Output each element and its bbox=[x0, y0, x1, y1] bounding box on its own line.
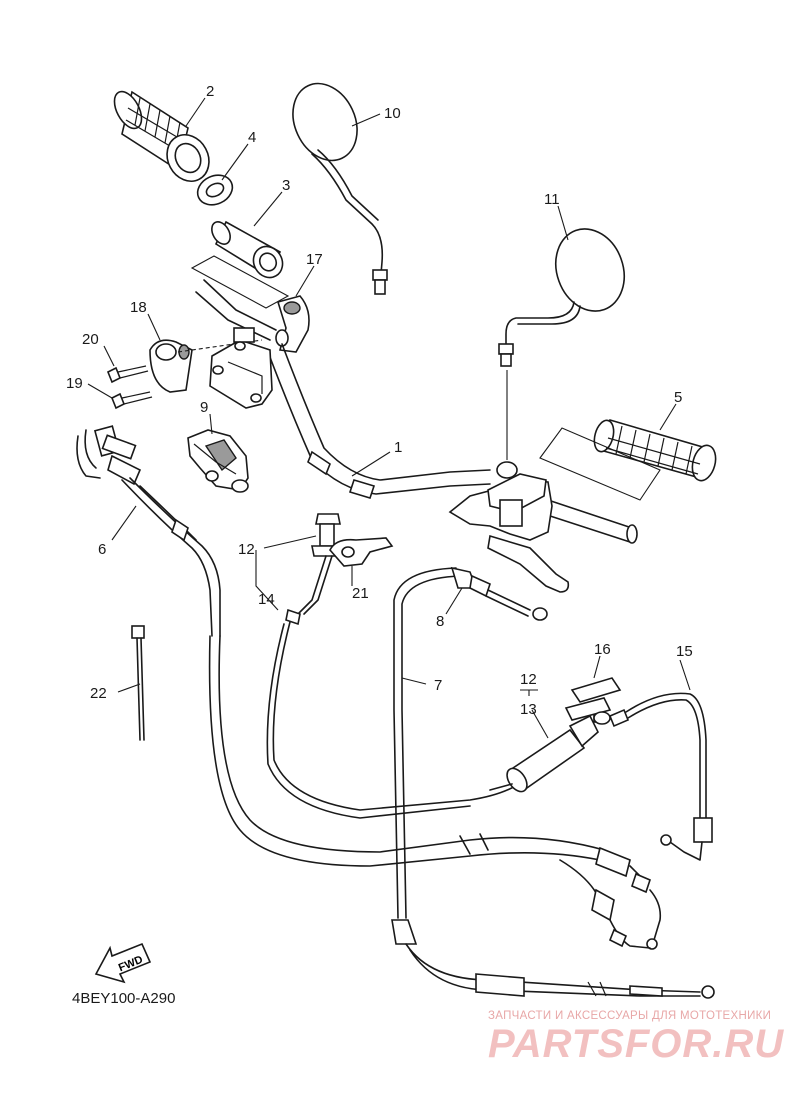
callout-10: 10 bbox=[384, 105, 401, 122]
part-22-cable-tie bbox=[131, 625, 145, 741]
fwd-arrow-icon: FWD bbox=[94, 942, 152, 984]
part-6-switch-leads bbox=[76, 425, 221, 637]
part-14-starter-cable bbox=[266, 513, 531, 819]
part-10-left-mirror bbox=[292, 82, 388, 295]
callout-12-upper: 12 bbox=[238, 541, 255, 558]
callout-17: 17 bbox=[306, 251, 323, 268]
callout-8: 8 bbox=[436, 613, 444, 630]
callout-4: 4 bbox=[248, 129, 256, 146]
part-7-cable bbox=[391, 567, 715, 999]
callout-21: 21 bbox=[352, 585, 369, 602]
callout-12-lower: 12 bbox=[520, 671, 537, 688]
callout-11: 11 bbox=[544, 191, 560, 208]
part-4-washer bbox=[196, 174, 234, 206]
part-1-handlebar bbox=[195, 279, 638, 544]
part-5-right-grip bbox=[593, 419, 717, 482]
part-9-lever-holder bbox=[187, 429, 249, 493]
part-18-clamp bbox=[149, 339, 193, 393]
callout-13: 13 bbox=[520, 701, 537, 718]
callout-9: 9 bbox=[200, 399, 208, 416]
watermark-logo: PARTSFOR.RU bbox=[488, 1022, 785, 1066]
callout-3: 3 bbox=[282, 177, 290, 194]
left-switch-housing bbox=[209, 327, 273, 409]
callout-20: 20 bbox=[82, 331, 99, 348]
diagram-reference-code: 4BEY100-A290 bbox=[72, 990, 176, 1007]
part-11-right-mirror bbox=[498, 228, 625, 367]
part-19-screw bbox=[110, 391, 153, 410]
callout-6: 6 bbox=[98, 541, 106, 558]
harness-lower-route bbox=[208, 635, 662, 950]
callout-1: 1 bbox=[394, 439, 402, 456]
callout-22: 22 bbox=[90, 685, 107, 702]
callout-15: 15 bbox=[676, 643, 693, 660]
callout-2: 2 bbox=[206, 83, 214, 100]
part-2-left-grip bbox=[113, 90, 210, 182]
callout-14: 14 bbox=[258, 591, 275, 608]
callout-7: 7 bbox=[434, 677, 442, 694]
right-lever-assembly bbox=[448, 461, 570, 593]
part-13-plunger bbox=[489, 711, 605, 793]
part-20-screw bbox=[106, 365, 149, 384]
part-15-cable bbox=[608, 692, 713, 861]
watermark-tagline: ЗАПЧАСТИ И АКСЕССУАРЫ ДЛЯ МОТОТЕХНИКИ bbox=[488, 1010, 772, 1022]
callout-18: 18 bbox=[130, 299, 147, 316]
callout-16: 16 bbox=[594, 641, 611, 658]
callout-19: 19 bbox=[66, 375, 83, 392]
callout-leaders bbox=[87, 97, 691, 739]
part-16-connector bbox=[564, 677, 622, 725]
part-8-cable-adjuster bbox=[450, 566, 548, 621]
part-17-clamp bbox=[275, 295, 310, 353]
callout-numbers: 2 4 3 10 11 5 17 18 20 19 9 1 6 12 14 21… bbox=[66, 83, 693, 718]
callout-5: 5 bbox=[674, 389, 682, 406]
part-3-throttle-sleeve bbox=[211, 220, 284, 279]
part-21-bracket bbox=[329, 537, 394, 567]
